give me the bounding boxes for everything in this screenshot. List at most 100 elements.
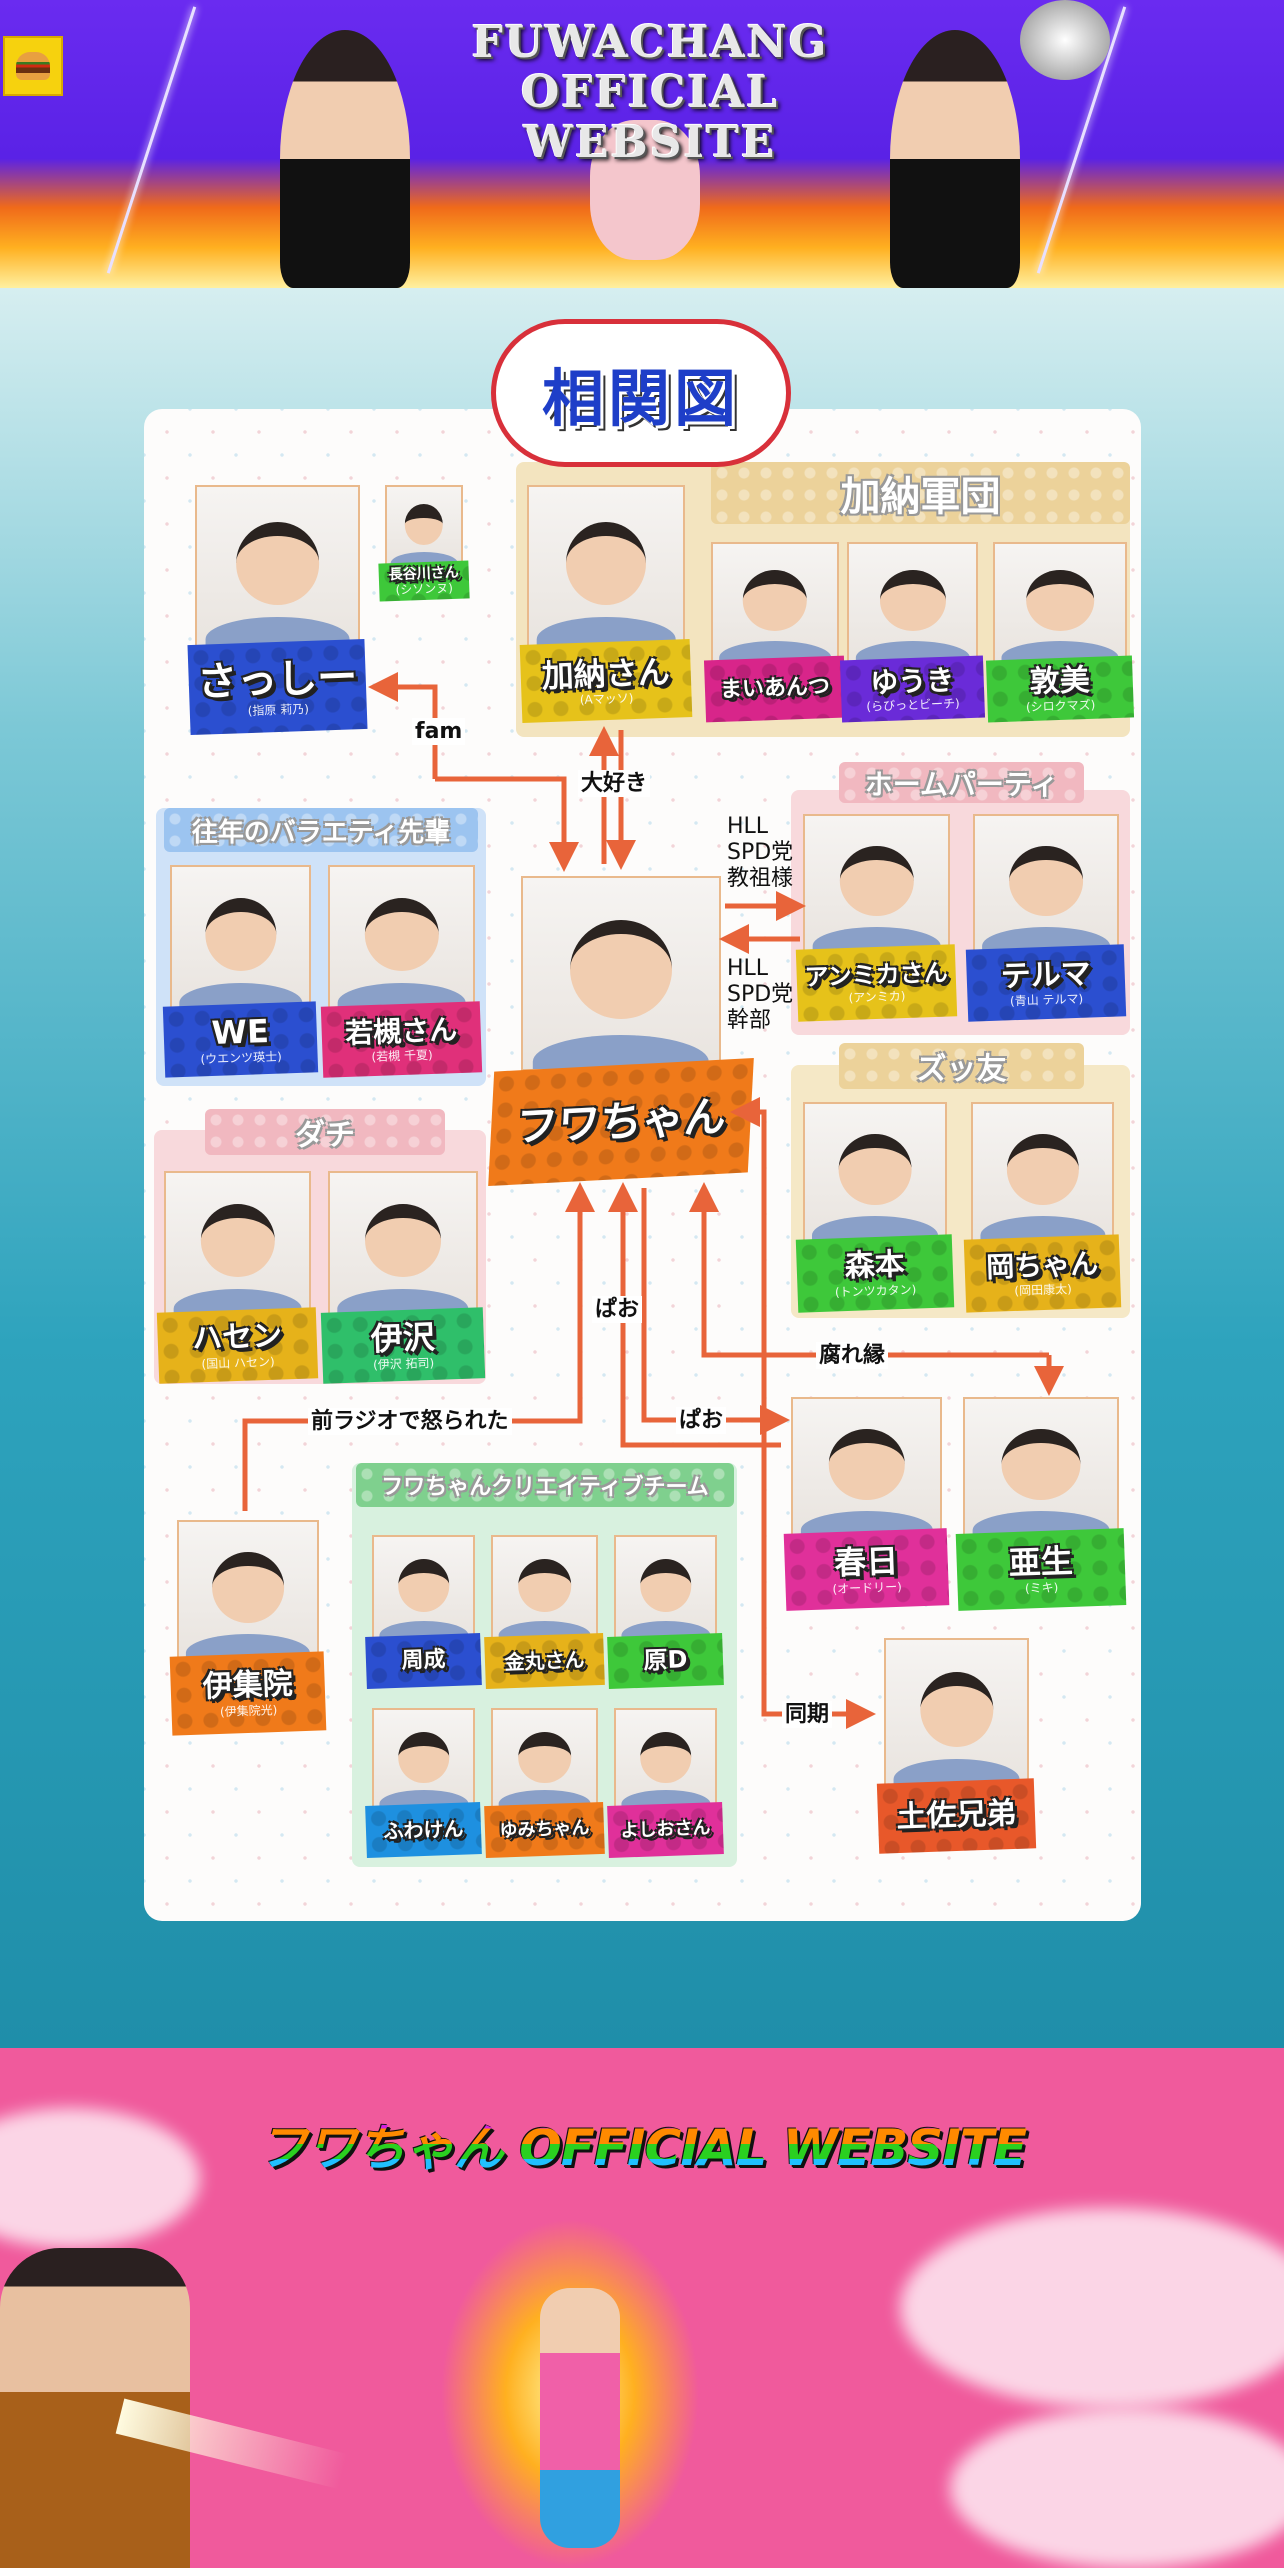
name-plate: 周成 <box>365 1633 482 1689</box>
person-photo <box>963 1397 1119 1537</box>
lightning-decoration <box>106 6 197 274</box>
person-name: 岡ちゃん <box>985 1247 1099 1285</box>
person-subtitle: (指原 莉乃) <box>247 701 310 719</box>
person-name: 原D <box>643 1645 688 1675</box>
group-header-zuttomo: ズッ友 <box>839 1043 1084 1089</box>
person-photo <box>803 814 950 953</box>
jumping-performer <box>540 2288 620 2548</box>
person-photo <box>803 1102 947 1243</box>
disco-ball <box>1020 0 1110 80</box>
person-photo <box>711 542 839 664</box>
name-plate: WE(ウエンツ瑛士) <box>162 1001 319 1078</box>
person-card-ijuin[interactable]: 伊集院(伊集院光) <box>169 1520 327 1736</box>
person-subtitle: (らびっとビーチ) <box>866 696 960 714</box>
person-card-teruma[interactable]: テルマ(青山 テルマ) <box>965 814 1127 1022</box>
name-plate: 伊沢(伊沢 拓司) <box>320 1307 486 1384</box>
person-subtitle: (アンミカ) <box>848 988 906 1005</box>
person-photo <box>491 1535 598 1641</box>
cloud-decoration <box>950 2408 1284 2568</box>
name-plate: 若槻さん(若槻 千夏) <box>320 1001 483 1078</box>
person-subtitle: (伊集院光) <box>219 1702 278 1719</box>
person-name: WE <box>211 1012 270 1053</box>
person-card-aio[interactable]: 亜生(ミキ) <box>955 1397 1127 1611</box>
person-subtitle: (伊沢 拓司) <box>372 1355 435 1372</box>
person-name: 伊集院 <box>202 1666 294 1705</box>
person-photo <box>177 1520 319 1660</box>
person-card-shusei[interactable]: 周成 <box>365 1535 482 1689</box>
person-card-hasegawa[interactable]: 長谷川さん(シソンヌ) <box>378 485 470 602</box>
relation-label-fam: fam <box>412 718 466 745</box>
person-card-izawa[interactable]: 伊沢(伊沢 拓司) <box>320 1171 486 1384</box>
header-banner: FUWACHANG OFFICIAL WEBSITE <box>0 0 1284 288</box>
group-header-home-party: ホームパーティ <box>839 762 1084 803</box>
site-title: FUWACHANG OFFICIAL WEBSITE <box>471 17 829 168</box>
person-subtitle: (国山 ハセン) <box>201 1354 275 1372</box>
person-name: テルマ <box>1000 956 1092 995</box>
person-card-kasuga[interactable]: 春日(オードリー) <box>783 1397 950 1611</box>
person-card-yuuki[interactable]: ゆうき(らびっとビーチ) <box>839 542 986 723</box>
person-card-we[interactable]: WE(ウエンツ瑛士) <box>162 865 319 1078</box>
person-photo <box>791 1397 942 1537</box>
person-name: アンミカさん <box>804 958 949 992</box>
name-plate: 亜生(ミキ) <box>955 1528 1127 1611</box>
person-card-maiantsu[interactable]: まいあんつ <box>703 542 847 723</box>
name-plate: 加納さん(Aマッソ) <box>519 639 693 723</box>
name-plate: 土佐兄弟 <box>876 1778 1037 1854</box>
person-photo <box>614 1708 717 1810</box>
footer-banner <box>0 2048 1284 2568</box>
person-name: 春日 <box>833 1541 899 1583</box>
person-subtitle: (ウエンツ瑛士) <box>200 1049 283 1067</box>
person-name: ゆみちゃん <box>499 1817 590 1842</box>
person-photo <box>614 1535 717 1641</box>
person-card-harad[interactable]: 原D <box>607 1535 724 1689</box>
person-name: さっしー <box>196 654 359 706</box>
person-name: 若槻さん <box>344 1013 458 1051</box>
person-subtitle: (オードリー) <box>832 1579 903 1597</box>
person-card-wakatsuki[interactable]: 若槻さん(若槻 千夏) <box>320 865 483 1078</box>
relation-label-radio: 前ラジオで怒られた <box>308 1408 512 1435</box>
hamburger-burger-icon <box>16 52 50 80</box>
person-card-kano[interactable]: 加納さん(Aマッソ) <box>519 485 693 723</box>
group-header-team: フワちゃんクリエイティブチーム <box>356 1463 734 1507</box>
name-plate: ゆうき(らびっとビーチ) <box>839 655 986 723</box>
person-card-fuwa[interactable]: フワちゃん <box>488 876 754 1187</box>
person-card-okachan[interactable]: 岡ちゃん(岡田康太) <box>963 1102 1122 1313</box>
person-name: 周成 <box>401 1647 446 1675</box>
person-photo <box>847 542 978 664</box>
person-photo <box>372 1708 475 1810</box>
person-photo <box>328 1171 478 1316</box>
person-card-sasshi[interactable]: さっしー(指原 莉乃) <box>187 485 368 736</box>
footer-title: フワちゃん OFFICIAL WEBSITE <box>92 2113 1192 2183</box>
cloud-decoration <box>0 2108 200 2248</box>
person-name: 森本 <box>844 1247 906 1285</box>
person-subtitle: (岡田康太) <box>1014 1281 1072 1298</box>
person-card-hasen[interactable]: ハセン(国山 ハセン) <box>156 1171 319 1384</box>
person-card-morimoto[interactable]: 森本(トンツカタン) <box>795 1102 955 1313</box>
person-photo <box>884 1638 1029 1787</box>
name-plate: 春日(オードリー) <box>783 1528 950 1611</box>
person-name: ハセン <box>191 1318 283 1357</box>
person-subtitle: (青山 テルマ) <box>1009 991 1084 1009</box>
name-plate: 敦美(シロクマズ) <box>985 655 1135 723</box>
performer-figure-right <box>890 30 1020 288</box>
person-subtitle: (ミキ) <box>1024 1580 1059 1596</box>
name-plate: さっしー(指原 莉乃) <box>187 638 368 736</box>
person-card-yumichan[interactable]: ゆみちゃん <box>484 1708 605 1859</box>
chart-title: 相関図 <box>541 362 740 435</box>
person-photo <box>973 814 1119 953</box>
person-photo <box>527 485 685 648</box>
person-subtitle: (シソンヌ) <box>395 581 454 598</box>
person-card-tosa[interactable]: 土佐兄弟 <box>876 1638 1037 1854</box>
menu-button[interactable] <box>3 36 63 96</box>
person-photo <box>195 485 360 648</box>
person-card-atsumi[interactable]: 敦美(シロクマズ) <box>985 542 1135 723</box>
person-card-kanemaru[interactable]: 金丸さん <box>484 1535 605 1690</box>
person-card-yoshio[interactable]: よしおさん <box>607 1708 724 1858</box>
relation-label-pao2: ぱお <box>676 1407 727 1434</box>
person-card-fuwaken[interactable]: ふわけん <box>365 1708 482 1858</box>
person-card-anmika[interactable]: アンミカさん(アンミカ) <box>795 814 958 1022</box>
person-name: 伊沢 <box>370 1317 436 1359</box>
person-name: フワちゃん <box>514 1091 728 1152</box>
performer-figure-left <box>280 30 410 288</box>
person-name: ゆうき <box>869 663 955 700</box>
